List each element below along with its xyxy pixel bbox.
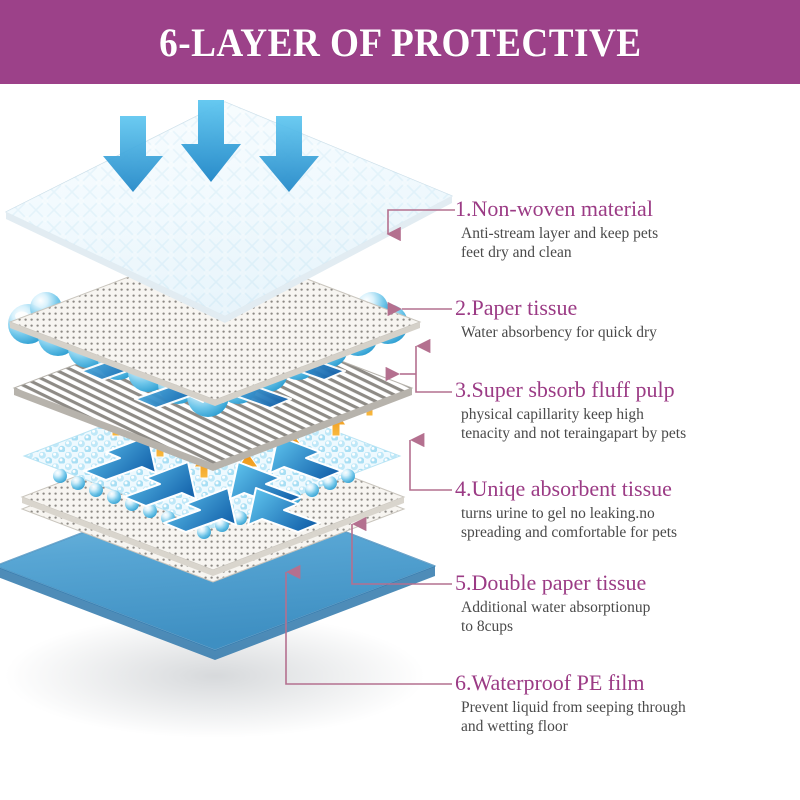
callout-2-title: 2.Paper tissue (455, 295, 578, 320)
callout-6-line-2: and wetting floor (461, 718, 568, 735)
layer-stack-illustration (0, 84, 460, 800)
spread-arrows (83, 435, 343, 533)
top-down-arrows (103, 100, 319, 192)
callout-4-line-2: spreading and comfortable for pets (461, 524, 678, 541)
callout-4-title: 4.Uniqe absorbent tissue (455, 476, 672, 501)
callout-5-line-2: to 8cups (461, 618, 514, 635)
callout-2-line-1: Water absorbency for quick dry (461, 324, 657, 341)
callout-2: 2.Paper tissue Water absorbency for quic… (455, 295, 800, 342)
callout-3-title: 3.Super sbsorb fluff pulp (455, 377, 675, 402)
callout-6-title: 6.Waterproof PE film (455, 670, 645, 695)
callout-1: 1.Non-woven material Anti-stream layer a… (455, 196, 800, 262)
callout-1-line-1: Anti-stream layer and keep pets (461, 225, 659, 242)
callout-5-body: Additional water absorptionup to 8cups (461, 598, 800, 636)
callout-4: 4.Uniqe absorbent tissue turns urine to … (455, 476, 800, 542)
callout-4-line-1: turns urine to gel no leaking.no (461, 505, 655, 522)
callout-3-line-1: physical capillarity keep high (461, 406, 644, 423)
layer-1-non-woven-material (5, 100, 453, 323)
callout-6-body: Prevent liquid from seeping through and … (461, 698, 800, 736)
callout-2-body: Water absorbency for quick dry (461, 323, 800, 342)
callout-3-line-2: tenacity and not teraingapart by pets (461, 425, 687, 442)
callout-1-body: Anti-stream layer and keep pets feet dry… (461, 224, 800, 262)
callout-5-title: 5.Double paper tissue (455, 570, 647, 595)
callout-3: 3.Super sbsorb fluff pulp physical capil… (455, 377, 800, 443)
callout-list: 1.Non-woven material Anti-stream layer a… (455, 84, 800, 800)
callout-6-line-1: Prevent liquid from seeping through (461, 699, 686, 716)
callout-5-line-1: Additional water absorptionup (461, 599, 651, 616)
page-title: 6-LAYER OF PROTECTIVE (158, 19, 642, 65)
callout-3-body: physical capillarity keep high tenacity … (461, 405, 800, 443)
callout-1-title: 1.Non-woven material (455, 196, 653, 221)
layer-2-paper-tissue (8, 243, 422, 406)
header-banner: 6-LAYER OF PROTECTIVE (0, 0, 800, 84)
callout-1-line-2: feet dry and clean (461, 244, 572, 261)
callout-5: 5.Double paper tissue Additional water a… (455, 570, 800, 636)
callout-6: 6.Waterproof PE film Prevent liquid from… (455, 670, 800, 736)
callout-4-body: turns urine to gel no leaking.no spreadi… (461, 504, 800, 542)
